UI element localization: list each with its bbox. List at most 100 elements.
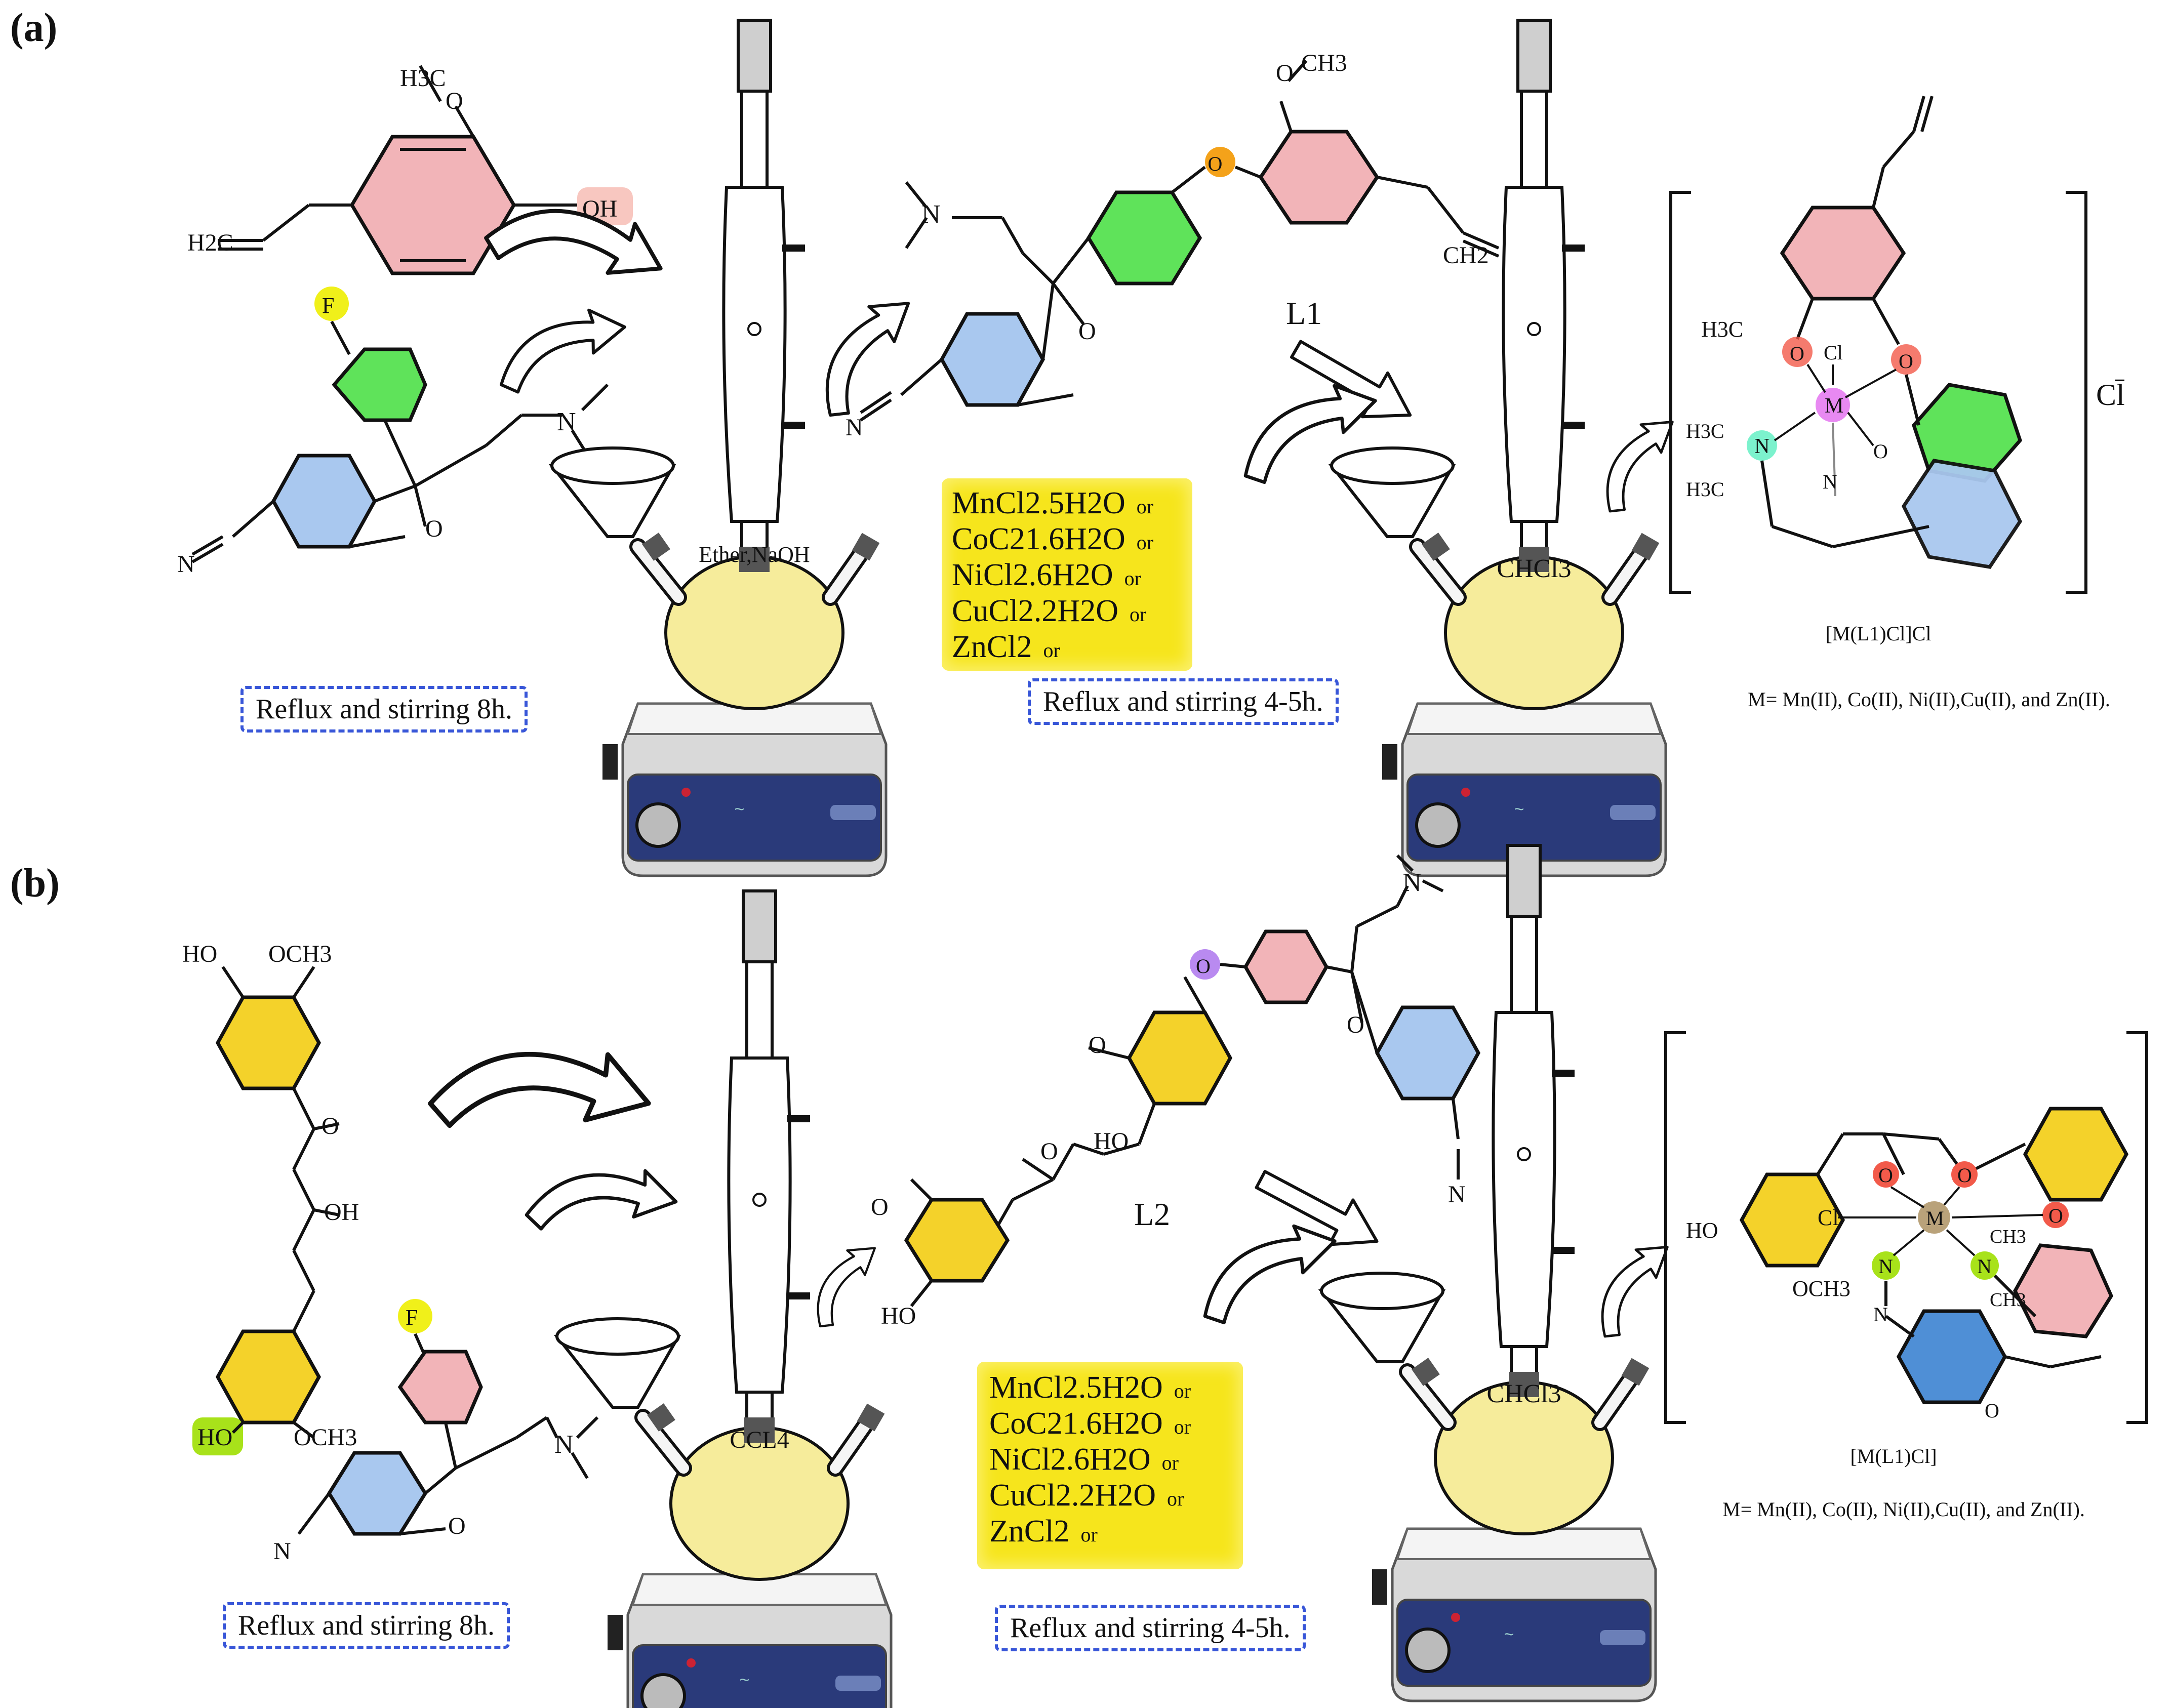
complex-a-structure [1669, 96, 2087, 594]
enol-ho-l2: HO [1094, 1128, 1129, 1155]
o-coord-2-a: O [1899, 350, 1913, 373]
salt-or-connector: or [1174, 1379, 1191, 1402]
n-coord-1-b: N [1878, 1255, 1893, 1278]
methyl-1-a: H3C [1686, 420, 1724, 442]
reflux-apparatus-icon [1332, 20, 1666, 876]
metals-note-b: M= Mn(II), Co(II), Ni(II),Cu(II), and Zn… [1722, 1498, 2085, 1521]
salt-or-connector: or [1136, 495, 1154, 518]
metals-note-a: M= Mn(II), Co(II), Ni(II),Cu(II), and Zn… [1748, 688, 2110, 711]
ring-o-complex-a: O [1873, 440, 1888, 463]
curved-arrow-icon [491, 305, 632, 395]
ether-o-l2: O [1196, 955, 1211, 978]
metal-salt-formula: MnCl2.5H2O [952, 486, 1125, 520]
metal-label-b: M [1926, 1207, 1944, 1230]
ligand-l2-structure [904, 854, 1481, 1307]
curcumin-ho-top: HO [182, 941, 217, 967]
flask2-solvent-a: CHCl3 [1497, 554, 1571, 583]
n-coord-a: N [1754, 435, 1769, 458]
salt-or-connector: or [1136, 531, 1154, 554]
o-coord-2-b: O [1957, 1164, 1972, 1187]
ether-o-label: O [446, 88, 463, 114]
methoxy-o-l2: O [1089, 1032, 1106, 1059]
salt-or-connector: or [1167, 1487, 1184, 1510]
ring-o-label-a: O [425, 515, 443, 542]
product-label-b: [M(L1)Cl] [1850, 1445, 1937, 1468]
methoxy-label-complex-a: H3C [1701, 317, 1743, 342]
reflux-apparatus-icon [1321, 845, 1656, 1701]
salt-or-connector: or [1174, 1415, 1191, 1438]
complex-b-ho: HO [1686, 1218, 1718, 1243]
methyl-2-a: H3C [1686, 478, 1724, 501]
metal-salt-formula: MnCl2.5H2O [989, 1370, 1163, 1405]
metal-salt-formula: CoC21.6H2O [952, 522, 1125, 556]
curved-arrow-icon [426, 1013, 658, 1173]
curcumin-och3-bottom: OCH3 [294, 1424, 357, 1451]
complex-b-och3: OCH3 [1792, 1276, 1851, 1301]
methyl-2-b: CH3 [1990, 1289, 2026, 1311]
metal-salt-item: NiCl2.6H2O or [952, 557, 1182, 593]
panel-label-a: (a) [10, 6, 58, 50]
metal-salt-item: MnCl2.5H2O or [989, 1370, 1231, 1406]
methyl-label-l1: CH3 [1301, 50, 1347, 76]
ring-o-complex-b: O [1985, 1399, 1999, 1422]
methoxy-o-l2-left: O [871, 1194, 889, 1221]
vinyl-label-l1: CH2 [1443, 242, 1489, 269]
ether-o-l1: O [1208, 152, 1223, 175]
salt-or-connector: or [1124, 567, 1141, 590]
condition-note-b2: Reflux and stirring 4-5h. [995, 1605, 1306, 1651]
reflux-apparatus-icon [552, 20, 886, 876]
o-coord-1-b: O [1878, 1164, 1893, 1187]
nitrile-n-label-a: N [177, 551, 195, 578]
flask1-solvent-a: Ether,NaOH [699, 542, 810, 567]
curcumin-ho-bottom: HO [197, 1424, 232, 1451]
curved-arrow-icon [793, 286, 938, 423]
salt-or-connector: or [1161, 1451, 1179, 1474]
metal-salt-item: CuCl2.2H2O or [989, 1478, 1231, 1514]
citalopram-structure-b [297, 1299, 599, 1536]
phenol-ho-l2: HO [881, 1303, 916, 1329]
salt-or-connector: or [1080, 1523, 1098, 1546]
eugenol-structure [218, 65, 633, 275]
panel-label-b: (b) [10, 861, 60, 906]
fluorine-label-b: F [406, 1305, 418, 1330]
ring-o-label-b: O [448, 1513, 466, 1539]
amine-n-l1: N [921, 200, 941, 229]
citalopram-structure [191, 287, 609, 563]
nitrile-n-l1: N [846, 414, 863, 441]
ligand-label-l2: L2 [1134, 1196, 1170, 1232]
ring-o-l2: O [1347, 1011, 1364, 1038]
methoxy-label: H3C [400, 65, 446, 92]
metal-salt-formula: ZnCl2 [952, 630, 1032, 664]
nitrile-n-l2: N [1448, 1181, 1466, 1208]
methoxy-o-l1: O [1276, 60, 1294, 87]
condition-note-a1: Reflux and stirring 8h. [240, 686, 528, 733]
ligand-label-l1: L1 [1286, 295, 1322, 331]
keto-o-l2: O [1040, 1138, 1058, 1165]
nitrile-n-complex-b: N [1873, 1303, 1888, 1326]
methyl-1-b: CH3 [1990, 1226, 2026, 1247]
ligand-l1-structure [860, 60, 1500, 422]
flask2-solvent-b: CHCl3 [1486, 1379, 1561, 1408]
complex-b-structure [1664, 1031, 2148, 1424]
curcumin-keto-o: O [321, 1113, 339, 1140]
vinyl-label: H2C [187, 229, 233, 256]
amine-n-label-a: N [557, 408, 576, 436]
curcumin-enol-oh: OH [324, 1199, 359, 1226]
metal-salt-item: ZnCl2 or [952, 629, 1182, 665]
cl-ligand-b: Cl [1818, 1205, 1839, 1230]
salt-or-connector: or [1129, 603, 1147, 626]
o-coord-3-b: O [2048, 1204, 2063, 1227]
metal-salt-formula: CuCl2.2H2O [989, 1478, 1156, 1513]
metal-salt-formula: NiCl2.6H2O [952, 558, 1113, 592]
curved-arrow-icon [525, 1152, 680, 1251]
condition-note-b1: Reflux and stirring 8h. [223, 1602, 510, 1649]
curved-arrow-icon [1580, 408, 1696, 517]
salt-or-connector: or [1043, 639, 1060, 662]
nitrile-n-complex-a: N [1823, 470, 1837, 493]
metal-salt-item: CoC21.6H2O or [952, 521, 1182, 557]
